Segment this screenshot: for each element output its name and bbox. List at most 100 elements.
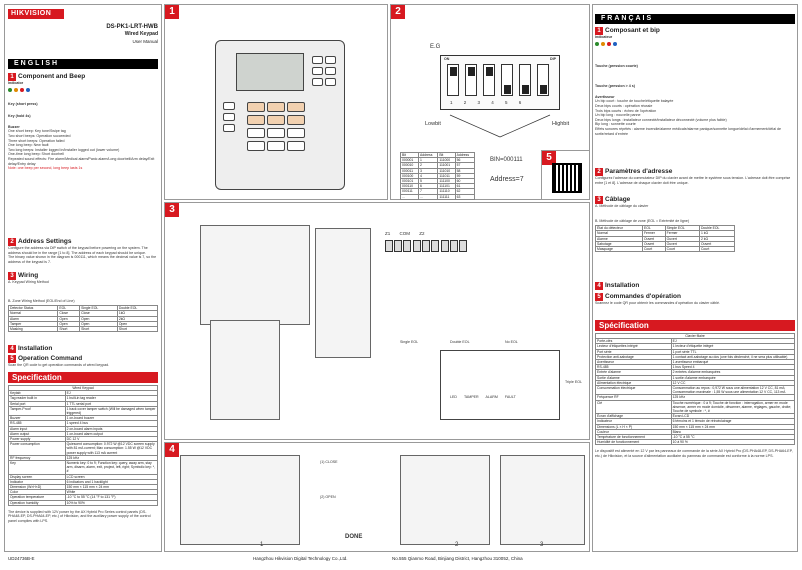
buzzer-line: Two long beeps: Installer logged in/Inst… [8,147,120,152]
close-label: (1) CLOSE [320,460,338,464]
green-dot-icon [595,41,599,46]
open-label: (2) OPEN [320,495,336,499]
section-number: 2 [595,168,603,176]
keypad-wiring-board [200,225,310,325]
wiring-method-b: B. Zone Wiring Method (EOL/End of Line) [8,298,75,303]
buzzer-note: Note: one beep per second, long beep las… [8,166,83,171]
spec-value: Quiescent consumption: 0.972 W @12 VDC s… [64,441,159,456]
dip-on-label: ON [444,57,450,61]
dip-switch-toggle [501,64,513,96]
table-cell: Masking [7,325,59,333]
table-cell: ... [417,193,439,200]
model-code: DS-PK1-LRT-HWB [106,24,158,30]
spec-key: Key [8,460,66,475]
indicator-label: Indicator [8,81,24,85]
panel-5 [541,150,590,200]
orange-dot-icon [14,87,18,92]
english-spec-bar: Specification [8,372,158,383]
section-number: 2 [8,238,16,246]
function-key [312,67,323,75]
numeric-key [267,102,285,112]
dip-switch-knob [540,85,547,94]
triple-eol-label: Triple EOL [565,380,583,384]
side-key [223,113,235,121]
buzzer-line: Two short beeps: Operation succeeded [8,133,71,138]
spec-value: 1 back cover tamper switch (Will be dama… [64,405,159,417]
spec-key: Power consumption [8,441,66,456]
dip-switch-knob [468,67,475,76]
buzzer-line: Effets sonores répétés : alarme incendie… [595,126,782,136]
side-key [223,102,235,110]
table-cell: 63 [454,193,476,200]
key-short-label: Touche (pression courte) [595,63,638,68]
hikvision-logo: HIKVISION [8,9,64,19]
highbit-label: Highbit [552,121,570,127]
indicator-legend [595,41,795,46]
spec-title-row: Wired Keypad [8,384,158,392]
dip-switch-knob [522,85,529,94]
buzzer-lines: Un bip court : touche de touche/étiquett… [595,99,795,136]
spec-value: DC 12 V [64,436,159,443]
wiring-method-b: B. Méthode de câblage de zone (EOL = Ext… [595,218,690,223]
function-key [325,56,336,64]
dip-switch-toggle [483,64,495,96]
operation-text: Scan the QR code to get operation comman… [8,363,110,367]
table-header: État du détecteur [595,225,643,232]
panel-number: 5 [542,151,556,165]
address-text: Configurez l'adresse du commutateur DIP … [595,176,791,185]
red-dot-icon [607,41,611,46]
keypad-numeric-keys [246,101,316,153]
section-number: 1 [8,73,16,81]
model-name: Wired Keypad [124,31,158,37]
dip-switch-toggle [465,64,477,96]
keypad-function-keys [311,55,341,88]
section-number: 3 [8,272,16,280]
buzzer-label: Buzzer [8,124,20,129]
key-hold-label: Key (hold 4s) [8,114,31,119]
spec-title: Wired Keypad [8,384,158,392]
function-key [325,78,336,86]
terminal [413,240,422,252]
panel-4 [164,442,590,552]
wiring-method-a: A. Keypad Wiring Method [8,280,49,284]
spec-value: Numeric key: 0 to 9; Function key: query… [64,460,159,475]
french-spec-bar: Spécification [595,320,795,331]
spec-note: Le dispositif est alimenté en 12 V par l… [595,449,793,459]
terminal [394,240,402,252]
terminal [431,240,440,252]
tamper-labels: LED TAMPER ALARM FAULT [450,395,516,399]
spec-row: Operation temperature-10 °C to 55 °C (14… [8,494,159,501]
buzzer-line: Un bip long : nouvelle panne [595,113,641,118]
numeric-key [247,141,265,151]
footer-address: No.555 Qianmo Road, Binjiang District, H… [392,556,523,561]
spec-key: Tamper-Proof [8,405,66,417]
single-eol-label: Single EOL [400,340,419,344]
terminal [450,240,459,252]
numeric-key [267,128,285,138]
spec-note: The device is supplied with 12V power by… [8,509,151,524]
table-cell: 111111 [437,193,456,200]
spec-value: Touche numérique : 0 à 9; Touche de fonc… [670,399,796,415]
address-text: Configure the address via DIP switch of … [8,246,148,255]
numeric-key [287,141,305,151]
qr-code [552,163,582,193]
buzzer-lines: One short beep: Key tone/Swipe tag Two s… [8,129,158,170]
table-header: Address [417,151,439,159]
wiring-method-a: A. Méthode de câblage du clavier [595,204,649,208]
